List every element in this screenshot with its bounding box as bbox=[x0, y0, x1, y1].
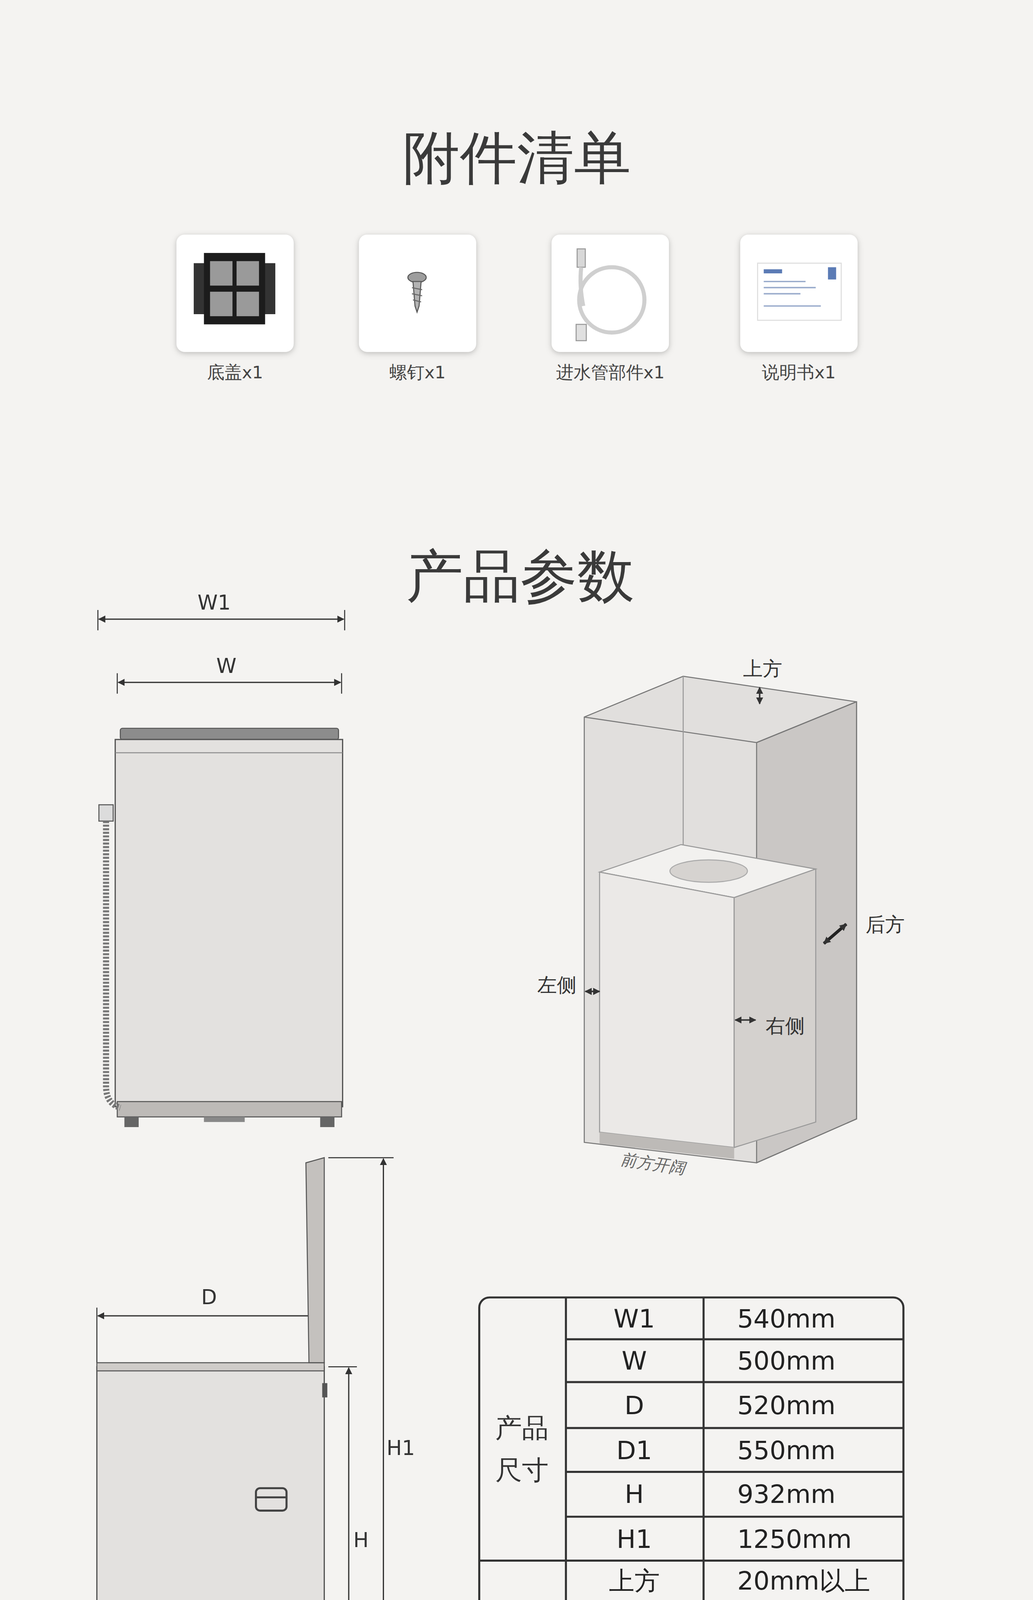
accessory-card: 说明书x1 bbox=[740, 234, 858, 352]
clearance-label: 上方 bbox=[743, 657, 783, 680]
table-cell: 500mm bbox=[737, 1345, 836, 1375]
table-header: 产品尺寸 bbox=[494, 1406, 551, 1492]
dimension-label: W bbox=[216, 653, 237, 678]
accessory-label: 进水管部件x1 bbox=[556, 362, 665, 383]
table-cell: H1 bbox=[616, 1524, 652, 1554]
table-cell: 550mm bbox=[737, 1435, 836, 1465]
section-title: 产品参数 bbox=[406, 543, 635, 609]
dimension-label: H1 bbox=[386, 1436, 415, 1460]
accessory-card: 底盖x1 bbox=[176, 234, 295, 352]
accessory-label: 说明书x1 bbox=[761, 362, 836, 383]
front-note: 前方开阔 bbox=[618, 1149, 687, 1178]
accessory-label: 螺钉x1 bbox=[389, 362, 446, 383]
accessory-label: 底盖x1 bbox=[207, 362, 264, 383]
accessory-card: 螺钉x1 bbox=[359, 234, 477, 352]
dimension-label: H bbox=[353, 1527, 369, 1552]
table-cell: D1 bbox=[616, 1435, 653, 1465]
table-cell: 540mm bbox=[737, 1303, 836, 1333]
table-cell: 520mm bbox=[737, 1390, 836, 1420]
table-cell: H bbox=[624, 1479, 644, 1509]
table-cell: W1 bbox=[613, 1303, 655, 1333]
table-cell: 上方 bbox=[608, 1565, 660, 1595]
accessory-card: 进水管部件x1 bbox=[551, 234, 669, 352]
table-cell: W bbox=[621, 1345, 647, 1375]
clearance-label: 后方 bbox=[865, 913, 905, 936]
dimension-label: D bbox=[201, 1285, 218, 1309]
table-cell: 932mm bbox=[737, 1479, 836, 1509]
table-cell: 20mm以上 bbox=[737, 1565, 871, 1595]
table-cell: D bbox=[624, 1390, 644, 1420]
clearance-label: 右侧 bbox=[765, 1014, 805, 1037]
dimension-label: W1 bbox=[197, 591, 231, 615]
table-cell: 1250mm bbox=[737, 1524, 852, 1554]
clearance-label: 左侧 bbox=[537, 973, 577, 996]
section-title: 附件清单 bbox=[402, 125, 632, 192]
